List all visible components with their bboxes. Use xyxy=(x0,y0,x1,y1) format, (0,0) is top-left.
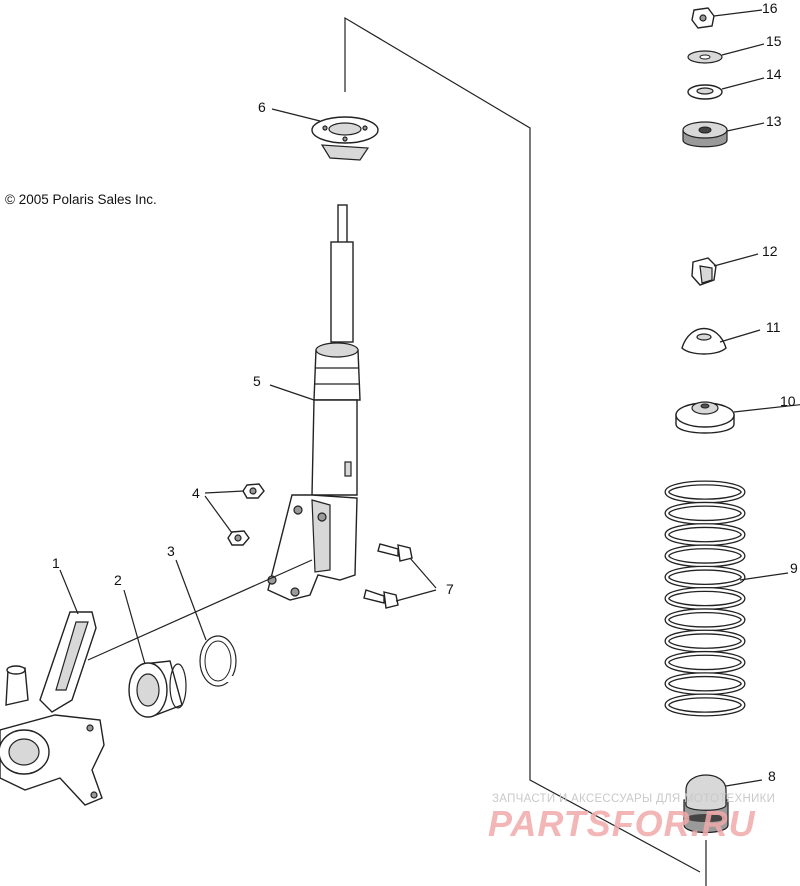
callout-3: 3 xyxy=(167,543,175,559)
callout-11: 11 xyxy=(766,319,781,335)
callout-2: 2 xyxy=(114,572,122,588)
spring-coil-highlight xyxy=(665,567,745,588)
spring-coil-highlight xyxy=(665,503,745,524)
spring-coil-highlight xyxy=(665,673,745,694)
jam-nut xyxy=(691,257,717,286)
spring-coil-highlight xyxy=(665,694,745,716)
flange-bolts xyxy=(363,543,413,609)
callout-5: 5 xyxy=(253,373,261,389)
assembly-guide-line xyxy=(344,16,701,873)
callout-1: 1 xyxy=(52,555,60,571)
leader-lines xyxy=(59,9,800,886)
callout-9: 9 xyxy=(790,560,798,576)
spring-coil-highlight xyxy=(665,609,745,630)
callout-14: 14 xyxy=(766,66,782,82)
callout-15: 15 xyxy=(766,33,782,49)
callout-16: 16 xyxy=(762,0,778,16)
spring-seat xyxy=(675,401,735,434)
spring-coil-highlight xyxy=(665,545,745,567)
spring-coil-highlight xyxy=(665,652,745,673)
callout-13: 13 xyxy=(766,113,782,129)
spring-coil-highlight xyxy=(665,481,745,503)
callout-labels: 1 2 3 4 5 6 7 8 9 10 11 12 13 14 15 16 xyxy=(52,0,798,784)
callout-4: 4 xyxy=(192,485,200,501)
bump-stop xyxy=(683,774,729,834)
callout-7: 7 xyxy=(446,581,454,597)
callout-8: 8 xyxy=(768,768,776,784)
rubber-cup xyxy=(681,327,727,355)
watermark-brand: PARTSFOR.RU xyxy=(488,803,756,844)
coil-spring xyxy=(664,480,746,717)
strut-top-mount xyxy=(311,116,379,161)
callout-6: 6 xyxy=(258,99,266,115)
bushing-13 xyxy=(682,121,728,148)
spring-coil-highlight xyxy=(665,588,745,609)
spring-coil-highlight xyxy=(665,630,745,652)
callout-12: 12 xyxy=(762,243,778,259)
snap-ring xyxy=(199,635,237,687)
copyright-notice: © 2005 Polaris Sales Inc. xyxy=(5,192,157,207)
spring-coil-highlight xyxy=(665,524,745,545)
washer-14 xyxy=(687,84,723,100)
callout-10: 10 xyxy=(780,393,796,409)
top-nut xyxy=(691,7,715,29)
steering-knuckle xyxy=(0,611,105,806)
flange-nuts xyxy=(227,483,265,546)
washer-15 xyxy=(687,50,723,64)
wheel-bearing xyxy=(128,660,187,718)
strut-assembly xyxy=(267,204,361,601)
watermark-subtitle: ЗАПЧАСТИ И АКСЕССУАРЫ ДЛЯ МОТОТЕХНИКИ xyxy=(492,793,776,805)
